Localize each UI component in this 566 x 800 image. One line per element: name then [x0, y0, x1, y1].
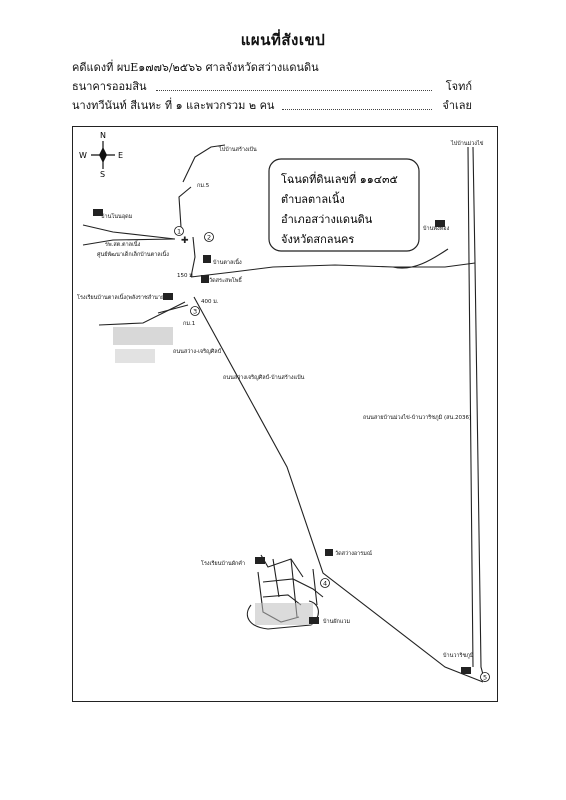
village-road-5	[272, 558, 280, 598]
school-icon	[255, 557, 265, 564]
label-ban-wari-phum: บ้านวาริชภูมิ	[443, 652, 474, 659]
road-far-east	[472, 146, 486, 683]
compass-s: S	[100, 170, 105, 179]
label-wat-sra-sophon: วัดสระสพโพธิ์	[209, 276, 243, 284]
road-village-connector	[190, 236, 196, 278]
house-icon	[461, 667, 471, 674]
plaintiff-name: ธนาคารออมสิน	[72, 80, 147, 93]
callout-line-4: จังหวัดสกลนคร	[281, 233, 354, 246]
label-dist-150: 150 ม.	[177, 273, 195, 279]
road-east	[190, 262, 476, 278]
map-frame: โฉนดที่ดินเลขที่ ๑๑๔๓๕ ตำบลตาลเนิ้ง อำเภ…	[72, 126, 498, 702]
road-west-2	[82, 238, 176, 246]
label-to-ban-na-sawang-pen: ไปบ้านสร้างเป้น	[218, 146, 257, 153]
markers: 1 2 3 4 5	[174, 226, 490, 682]
page-title: แผนที่สังเขป	[240, 31, 326, 49]
case-number: คดีแดงที่ ผบE๑๗๗๖/๒๕๖๖ ศาลจังหวัดสว่างแด…	[72, 61, 319, 74]
road-sw-2	[157, 304, 189, 314]
label-km5: กม.5	[197, 183, 210, 189]
road-sw	[98, 301, 186, 326]
label-school-nak-kham: โรงเรียนบ้านผักคำ	[201, 559, 245, 567]
marker-4: 4	[323, 580, 327, 588]
label-ban-non-udom: บ้านโนนอุดม	[101, 212, 133, 220]
callout-box	[268, 158, 420, 252]
dotted-line	[156, 90, 432, 91]
marker-5: 5	[483, 674, 487, 682]
road-far-east-2	[467, 146, 474, 668]
label-child-center: ศูนย์พัฒนาเด็กเล็กบ้านตาลเนิ้ง	[97, 250, 169, 258]
label-to-ban-nong-kai: ไปบ้านม่วงไข่	[450, 140, 484, 147]
village-road-4	[262, 594, 302, 606]
compass-w: W	[79, 151, 87, 160]
house-icon	[93, 209, 103, 216]
label-ban-tan-noeng: บ้านตาลเนิ้ง	[213, 258, 242, 266]
temple-icon	[325, 549, 333, 556]
school-icon	[163, 293, 173, 300]
label-hospital: รพ.สต.ตาลเนิ้ง	[105, 240, 141, 248]
house-icon	[309, 617, 319, 624]
defendant-role: จำเลย	[442, 99, 472, 112]
callout-line-1: โฉนดที่ดินเลขที่ ๑๑๔๓๕	[281, 171, 398, 186]
road-north-2	[178, 186, 192, 228]
label-km1: กม.1	[183, 321, 195, 327]
village-road-7	[312, 568, 318, 606]
place-icons: ✚	[93, 209, 471, 674]
village-outline	[246, 600, 319, 630]
road-east-branch	[392, 248, 449, 269]
callout-line-3: อำเภอสว่างแดนดิน	[281, 213, 373, 226]
compass-e: E	[118, 151, 123, 160]
label-wat-sawang: วัดสว่างอารมณ์	[335, 550, 372, 557]
compass: N S W E	[79, 131, 123, 179]
defendant-name: นางทวีนันท์ สีเนหะ ที่ ๑ และพวกรวม ๒ คน	[72, 99, 275, 112]
marker-3: 3	[193, 308, 197, 316]
label-ban-nak-kham: บ้านผักแวม	[323, 618, 351, 625]
map-canvas: โฉนดที่ดินเลขที่ ๑๑๔๓๕ ตำบลตาลเนิ้ง อำเภ…	[77, 131, 490, 683]
grey-area	[115, 349, 155, 363]
label-dist-400: 400 ม.	[201, 299, 219, 305]
marker-1: 1	[177, 228, 181, 236]
defendant-line: นางทวีนันท์ สีเนหะ ที่ ๑ และพวกรวม ๒ คน …	[72, 96, 472, 112]
label-road-sawang-charoen: ถนนสว่างเจริญศิลป์-บ้านสร้างแป้น	[223, 374, 305, 381]
village-road-3	[262, 578, 324, 598]
label-ban-phang-thong: บ้านพังทอง	[423, 225, 450, 232]
marker-2: 2	[207, 234, 211, 242]
main-road	[193, 296, 484, 683]
plaintiff-line: ธนาคารออมสิน โจทก์	[72, 77, 472, 93]
house-icon	[203, 255, 211, 263]
temple-icon	[201, 275, 209, 283]
grey-area	[113, 327, 173, 345]
road-north	[182, 144, 226, 183]
case-line: คดีแดงที่ ผบE๑๗๗๖/๒๕๖๖ ศาลจังหวัดสว่างแด…	[72, 58, 472, 74]
compass-n: N	[100, 131, 106, 140]
village-hatch	[255, 603, 313, 625]
road-west	[82, 224, 176, 240]
label-road-sawang-charoensin: ถนนสว่าง-เจริญศิลป์	[173, 348, 222, 355]
plaintiff-role: โจทก์	[445, 80, 472, 93]
callout-line-2: ตำบลตาลเนิ้ง	[281, 191, 345, 206]
label-road-ban-muang: ถนนสายบ้านม่วงไข่-บ้านวาริชภูมิ (สน.2036…	[363, 414, 471, 421]
village-road-1	[260, 554, 304, 578]
house-icon	[435, 220, 445, 227]
dotted-line	[282, 109, 432, 110]
hospital-cross-icon: ✚	[181, 236, 189, 246]
label-school-tan-noeng: โรงเรียนบ้านตาลเนิ้ง(พลังราชสำนาย)	[77, 293, 166, 301]
